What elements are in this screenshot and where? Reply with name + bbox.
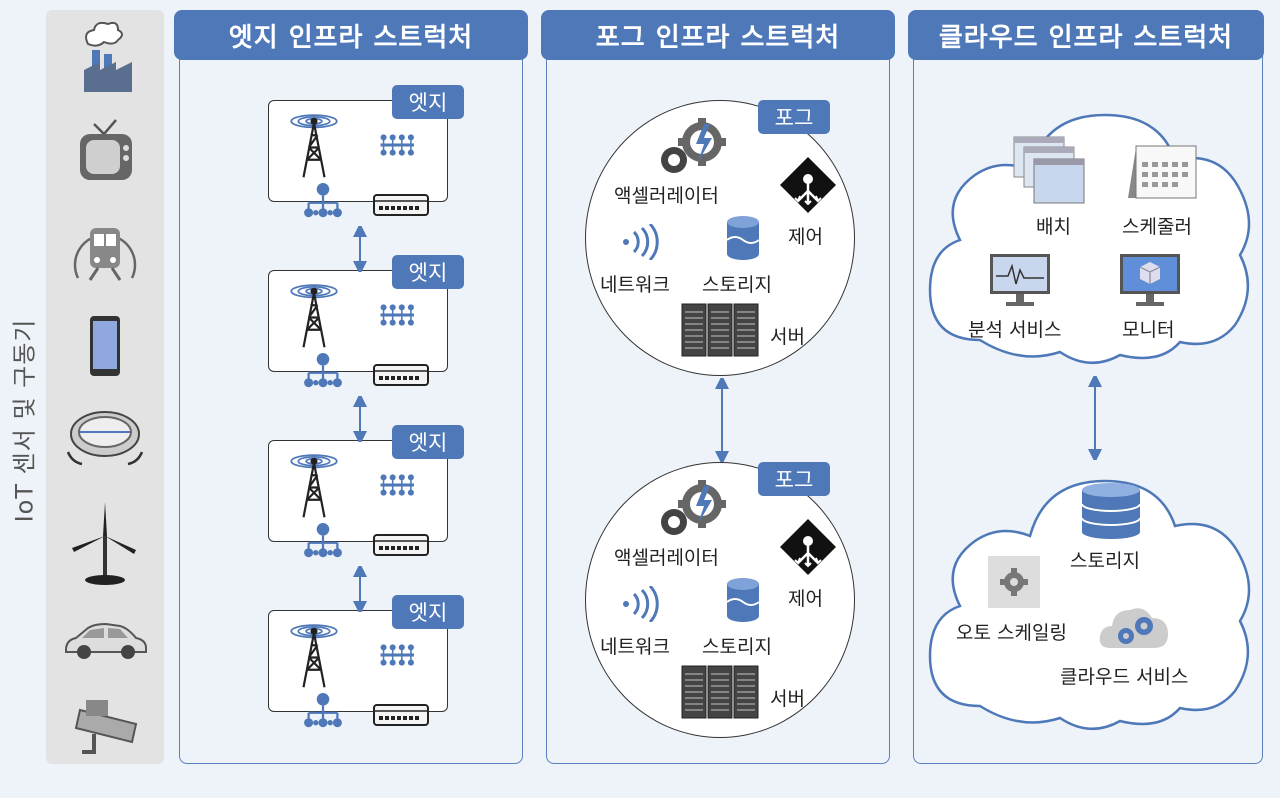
car-icon bbox=[60, 614, 150, 692]
control-diamond-icon bbox=[778, 155, 838, 215]
cloud-scheduler-label: 스케줄러 bbox=[1122, 216, 1192, 238]
fog-server-label: 서버 bbox=[770, 688, 805, 710]
fog-control-label: 제어 bbox=[788, 588, 823, 610]
lower-cloud-shape bbox=[928, 479, 1251, 731]
fog-server-label: 서버 bbox=[770, 326, 805, 348]
server-rack-icon bbox=[680, 302, 760, 358]
cloud-panel-title: 클라우드 인프라 스트럭처 bbox=[908, 10, 1264, 60]
server-rack-icon bbox=[680, 664, 760, 720]
fog-storage-label: 스토리지 bbox=[702, 274, 772, 296]
fog-network-label: 네트워크 bbox=[600, 274, 670, 296]
control-diamond-icon bbox=[778, 517, 838, 577]
monitor-cube-icon bbox=[1120, 254, 1180, 306]
autoscaling-gear-icon bbox=[988, 556, 1040, 608]
fog-link-arrow bbox=[715, 378, 729, 462]
device-column bbox=[46, 10, 164, 764]
cloud-link-arrow bbox=[1088, 376, 1102, 460]
edge-tag-2: 엣지 bbox=[392, 255, 464, 289]
edge-link-arrow-1 bbox=[353, 226, 367, 272]
cloud-storage-label: 스토리지 bbox=[1070, 550, 1140, 572]
fog-control-label: 제어 bbox=[788, 226, 823, 248]
cloud-service-label: 클라우드 서비스 bbox=[1060, 666, 1189, 688]
analytics-monitor-icon bbox=[990, 254, 1050, 306]
edge-tag-4: 엣지 bbox=[392, 595, 464, 629]
cloud-service-gears-icon bbox=[1099, 608, 1168, 648]
network-wifi-icon bbox=[620, 224, 660, 260]
edge-link-arrow-2 bbox=[353, 396, 367, 442]
network-wifi-icon bbox=[620, 586, 660, 622]
cloud-batch-label: 배치 bbox=[1036, 216, 1071, 238]
scheduler-calendar-icon bbox=[1128, 145, 1197, 199]
edge-link-arrow-3 bbox=[353, 566, 367, 612]
cctv-camera-icon bbox=[60, 690, 150, 768]
fog-network-label: 네트워크 bbox=[600, 636, 670, 658]
batch-windows-icon bbox=[1013, 136, 1085, 204]
cloud-monitor-label: 모니터 bbox=[1122, 319, 1175, 341]
edge-tag-3: 엣지 bbox=[392, 425, 464, 459]
storage-cylinder-icon bbox=[723, 576, 763, 624]
edge-tag-1: 엣지 bbox=[392, 85, 464, 119]
robot-vacuum-icon bbox=[60, 402, 150, 480]
smartphone-icon bbox=[60, 306, 150, 384]
cloud-autoscaling-label: 오토 스케일링 bbox=[956, 622, 1067, 644]
accelerator-gears-icon bbox=[652, 118, 732, 178]
fog-accelerator-label: 액셀러레이터 bbox=[614, 547, 719, 569]
train-icon bbox=[60, 210, 150, 288]
storage-cylinder-icon bbox=[723, 214, 763, 262]
fog-panel-title: 포그 인프라 스트럭처 bbox=[541, 10, 895, 60]
fog-storage-label: 스토리지 bbox=[702, 636, 772, 658]
fog-tag-1: 포그 bbox=[758, 100, 830, 134]
edge-panel-title: 엣지 인프라 스트럭처 bbox=[174, 10, 528, 60]
fog-tag-2: 포그 bbox=[758, 462, 830, 496]
factory-icon bbox=[60, 20, 150, 98]
tv-icon bbox=[60, 112, 150, 190]
cloud-storage-db-icon bbox=[1081, 483, 1141, 539]
side-label: IoT 센서 및 구동기 bbox=[10, 318, 39, 522]
fog-accelerator-label: 액셀러레이터 bbox=[614, 185, 719, 207]
accelerator-gears-icon bbox=[652, 480, 732, 540]
wind-turbine-icon bbox=[60, 496, 150, 585]
cloud-analytics-label: 분석 서비스 bbox=[968, 319, 1062, 341]
